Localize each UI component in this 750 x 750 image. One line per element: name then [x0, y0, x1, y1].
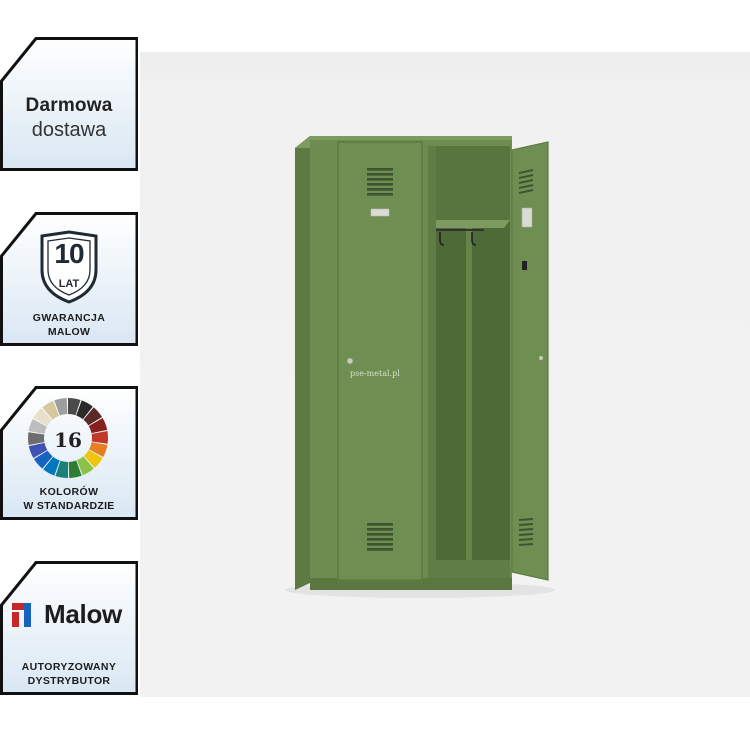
color-wheel-segment: [28, 419, 47, 434]
distributor-caption: AUTORYZOWANY: [21, 661, 117, 673]
color-wheel-segment: [76, 400, 93, 420]
locker-illustration: [285, 136, 555, 598]
color-wheel-icon: [27, 398, 109, 478]
color-wheel-segment: [33, 408, 53, 426]
badge-delivery-line2: dostawa: [31, 119, 107, 141]
vent-bottom-right: [519, 518, 533, 546]
door-knob: [346, 357, 354, 365]
color-wheel-segment: [43, 456, 60, 476]
product-photo: pse-metal.pl: [140, 52, 750, 697]
watermark: pse-metal.pl: [350, 369, 400, 378]
color-wheel-segment: [42, 400, 60, 420]
color-wheel-segment: [54, 398, 68, 416]
right-door-open: [511, 141, 549, 581]
lock: [522, 261, 527, 270]
color-wheel-segment: [83, 407, 103, 426]
colors-caption: KOLORÓW: [39, 486, 99, 498]
colors-count: 16: [54, 428, 82, 452]
color-wheel-segment: [89, 442, 108, 457]
label-holder: [370, 208, 390, 217]
color-wheel-segment: [68, 460, 82, 478]
vent-bottom-left: [367, 523, 393, 551]
color-wheel-segment: [27, 432, 45, 445]
malow-logo-icon: [12, 603, 31, 627]
badge-colors: 16 KOLORÓW W STANDARDZIE: [0, 386, 138, 520]
color-wheel-segment: [68, 398, 81, 416]
locker-side-panel: [295, 136, 310, 590]
color-wheel-segment: [91, 431, 109, 444]
shelf: [436, 220, 510, 228]
badge-free-delivery: Darmowa dostawa: [0, 37, 138, 171]
color-wheel-segment: [33, 450, 53, 469]
color-wheel-segment: [88, 418, 108, 434]
color-wheel-segment: [55, 460, 68, 478]
vent-top-right: [519, 169, 533, 194]
distributor-caption-2: DYSTRYBUTOR: [27, 675, 111, 687]
color-wheel-segment: [76, 456, 94, 476]
divider: [466, 228, 472, 568]
badge-distributor: Malow AUTORYZOWANY DYSTRYBUTOR: [0, 561, 138, 695]
warranty-years: 10: [54, 238, 84, 269]
vent-top-left: [367, 168, 393, 196]
badge-frame: [0, 37, 138, 171]
warranty-unit: LAT: [58, 278, 80, 290]
badge-delivery-line1: Darmowa: [25, 95, 113, 116]
coat-hooks: [439, 232, 477, 246]
warranty-caption: GWARANCJA: [32, 312, 106, 324]
brand-name: Malow: [44, 599, 122, 629]
warranty-brand: MALOW: [47, 326, 91, 338]
badge-warranty: 10 LAT GWARANCJA MALOW: [0, 212, 138, 346]
badge-frame: [0, 561, 138, 695]
color-wheel-segment: [28, 442, 48, 458]
colors-caption-2: W STANDARDZIE: [23, 500, 115, 512]
color-wheel-segment: [83, 450, 103, 468]
shield-icon: [40, 230, 98, 304]
